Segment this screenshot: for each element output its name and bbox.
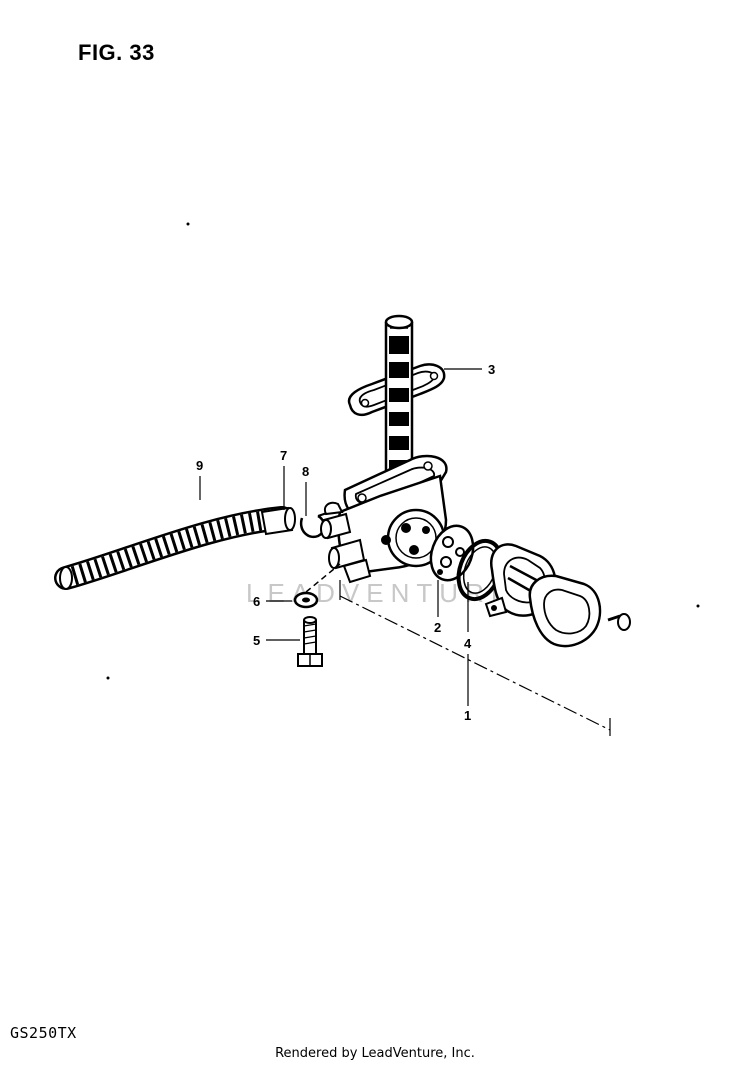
- part-2-valve-plate: [429, 524, 475, 582]
- footer-credit: Rendered by LeadVenture, Inc.: [275, 1046, 475, 1061]
- callout-2: 2: [434, 620, 441, 635]
- speck: [186, 222, 190, 226]
- part-7-hose-end: [260, 506, 296, 536]
- callout-8: 8: [302, 464, 309, 479]
- callout-7: 7: [280, 448, 287, 463]
- leader-lines: [199, 368, 482, 641]
- speck: [106, 676, 110, 680]
- figure-title: FIG. 33: [78, 40, 155, 65]
- part-9-fuel-hose: [54, 506, 294, 590]
- rear-screw: [607, 613, 631, 631]
- callout-1: 1: [464, 708, 471, 723]
- callout-3: 3: [488, 362, 495, 377]
- speck: [696, 604, 700, 608]
- mounting-line: [305, 563, 341, 593]
- part-5-bolt: [297, 616, 323, 667]
- part-6-washer: [293, 591, 319, 609]
- callout-5: 5: [253, 633, 260, 648]
- fuel-cock-body: [320, 454, 448, 584]
- rear-gasket-plate: [528, 574, 602, 648]
- callout-9: 9: [196, 458, 203, 473]
- model-code: GS250TX: [10, 1024, 77, 1042]
- callout-6: 6: [253, 594, 260, 609]
- assembly-bracket-1: [339, 580, 611, 736]
- callout-4: 4: [464, 636, 472, 651]
- fuel-pickup-tube: [384, 314, 414, 484]
